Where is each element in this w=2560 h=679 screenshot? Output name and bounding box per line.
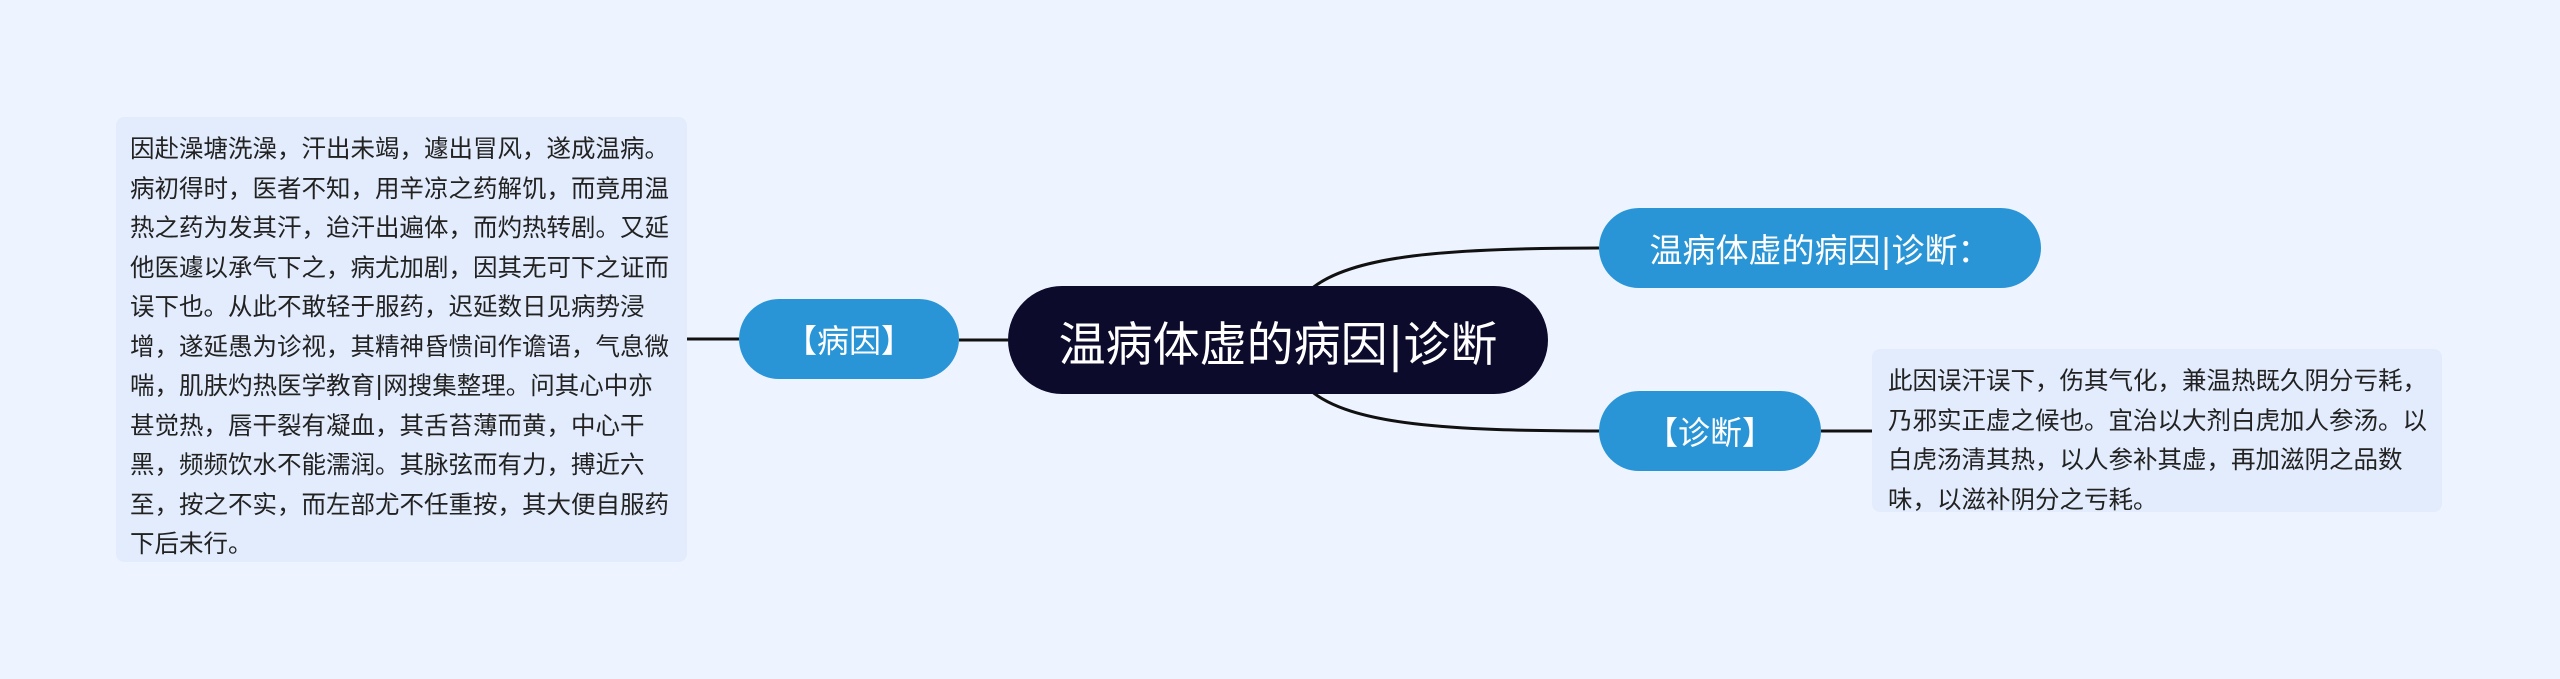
connector-root-to-title (1309, 246, 1600, 292)
cause-detail-note[interactable]: 因赴澡塘洗澡，汗出未竭，遽出冒风，遂成温病。病初得时，医者不知，用辛凉之药解饥，… (116, 117, 687, 562)
root-topic-label: 温病体虚的病因|诊断 (1058, 317, 1498, 373)
branch-title-label: 温病体虚的病因|诊断： (1649, 231, 1991, 270)
branch-cause-node[interactable]: 【病因】 (739, 299, 959, 379)
cause-detail-text: 因赴澡塘洗澡，汗出未竭，遽出冒风，遂成温病。病初得时，医者不知，用辛凉之药解饥，… (130, 134, 669, 558)
branch-diagnosis-node[interactable]: 【诊断】 (1599, 391, 1821, 471)
root-topic-node[interactable]: 温病体虚的病因|诊断 (1008, 286, 1548, 394)
branch-diagnosis-label: 【诊断】 (1645, 414, 1774, 452)
branch-title-node[interactable]: 温病体虚的病因|诊断： (1599, 208, 2041, 288)
diagnosis-detail-text: 此因误汗误下，伤其气化，兼温热既久阴分亏耗，乃邪实正虚之候也。宜治以大剂白虎加人… (1888, 366, 2427, 514)
diagnosis-detail-note[interactable]: 此因误汗误下，伤其气化，兼温热既久阴分亏耗，乃邪实正虚之候也。宜治以大剂白虎加人… (1872, 349, 2442, 514)
branch-cause-label: 【病因】 (784, 322, 913, 360)
connector-root-to-diagnosis (1309, 388, 1600, 433)
